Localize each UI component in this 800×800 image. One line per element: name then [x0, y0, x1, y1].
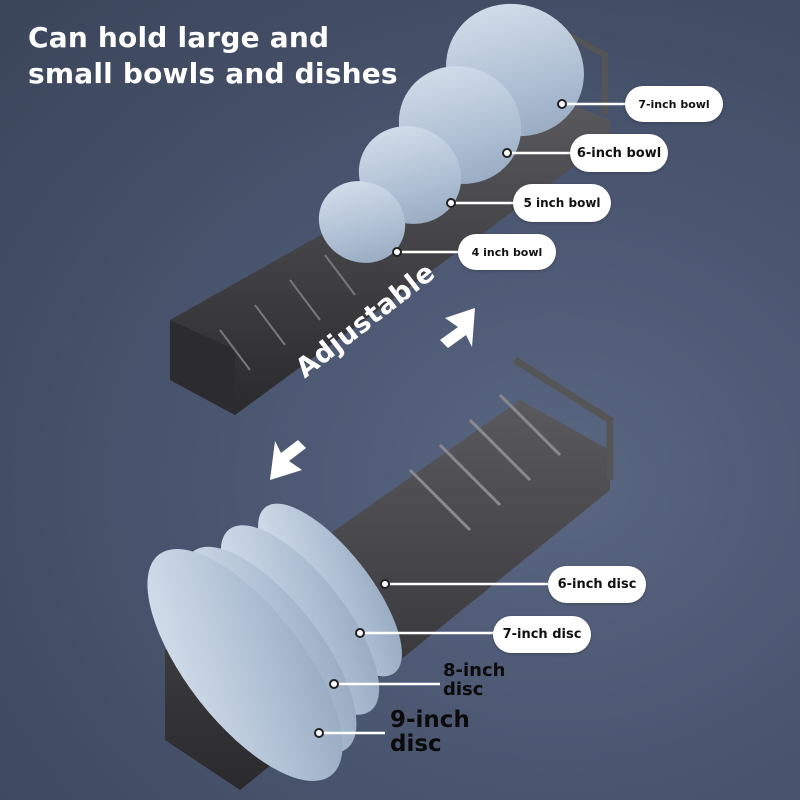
- label-6-inch-disc: 6-inch disc: [548, 566, 646, 603]
- leader-lines: [319, 102, 628, 735]
- marker-dots: [314, 99, 567, 738]
- label-7-inch-disc: 7-inch disc: [493, 616, 591, 653]
- headline-line-2: small bowls and dishes: [28, 57, 398, 90]
- double-arrow-icon: [270, 308, 475, 480]
- headline-line-1: Can hold large and: [28, 21, 330, 54]
- label-4-inch-bowl: 4 inch bowl: [458, 234, 556, 270]
- bowl-rack: [170, 3, 610, 415]
- label-6-inch-bowl: 6-inch bowl: [570, 134, 668, 172]
- disc-rack: [147, 357, 614, 790]
- headline: Can hold large and small bowls and dishe…: [28, 20, 398, 92]
- label-7-inch-bowl: 7-inch bowl: [625, 86, 723, 122]
- label-9-inch-disc: 9-inch disc: [390, 707, 470, 758]
- label-5-inch-bowl: 5 inch bowl: [513, 184, 611, 222]
- label-8-inch-disc: 8-inch disc: [443, 660, 506, 700]
